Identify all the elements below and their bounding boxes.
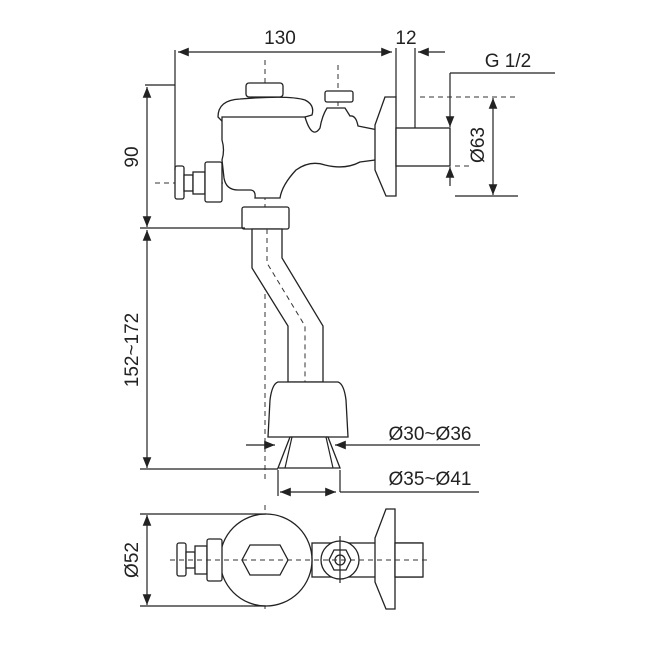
dimension-152-172: 152~172 <box>122 230 278 470</box>
dimension-d52: Ø52 <box>122 513 266 607</box>
dimension-d35-41: Ø35~Ø41 <box>277 469 479 497</box>
stop-knob <box>174 165 185 200</box>
outlet-sleeve <box>267 381 349 438</box>
side-view <box>155 60 451 480</box>
valve-body <box>221 107 379 199</box>
handle-nut <box>324 90 354 103</box>
dim-90-label: 90 <box>122 146 143 167</box>
dim-d30-36-label: Ø30~Ø36 <box>389 424 472 445</box>
seal-line <box>284 436 293 469</box>
dim-130-label: 130 <box>264 28 296 49</box>
dim-d52-label: Ø52 <box>122 542 143 578</box>
outlet-seal <box>277 436 341 469</box>
top-cap <box>245 82 284 98</box>
top-view <box>170 505 430 612</box>
knob-stem <box>183 174 194 192</box>
seal-line <box>325 436 334 469</box>
dimension-d30-36: Ø30~Ø36 <box>246 424 480 450</box>
dim-d35-41-label: Ø35~Ø41 <box>389 469 472 490</box>
dimension-12: 12 <box>395 28 445 128</box>
dimension-130: 130 <box>145 28 392 170</box>
wall-flange <box>374 96 397 197</box>
dimension-d63: Ø63 <box>420 96 518 197</box>
knob-nut <box>192 171 206 195</box>
inlet-pipe <box>395 127 451 167</box>
dim-12-label: 12 <box>395 28 416 49</box>
coupling-nut <box>241 206 290 230</box>
top-view-flange <box>374 508 396 610</box>
pipe-centerline <box>266 229 306 382</box>
dim-d63-label: Ø63 <box>468 127 489 163</box>
dim-g12-label: G 1/2 <box>485 51 531 72</box>
flush-pipe <box>251 228 324 383</box>
dimension-90: 90 <box>122 87 245 229</box>
knob-body <box>204 161 223 203</box>
dimension-g12: G 1/2 <box>445 51 555 186</box>
dim-152-172-label: 152~172 <box>122 313 143 388</box>
